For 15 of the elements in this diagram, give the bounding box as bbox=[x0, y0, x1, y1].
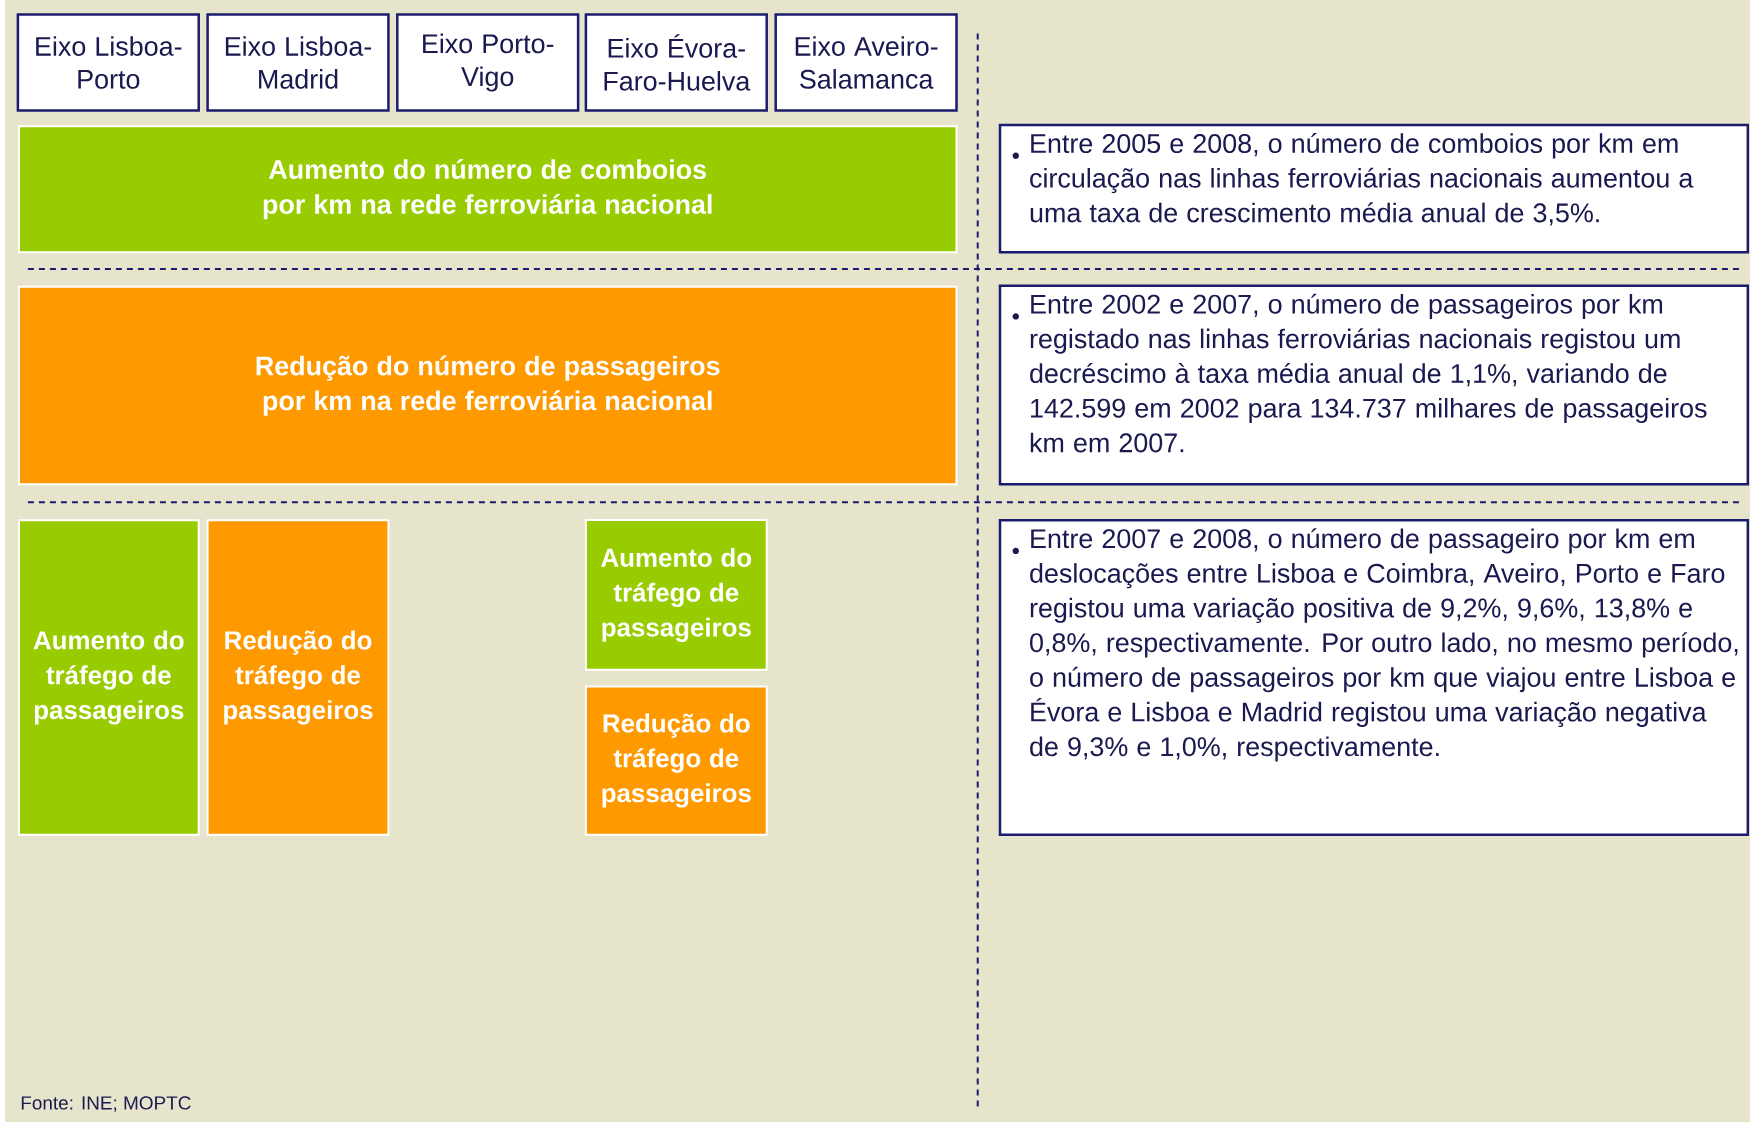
source-note: Fonte: INE; MOPTC bbox=[21, 1096, 191, 1112]
increase-box: Aumento do tráfego de passageiros bbox=[584, 519, 768, 671]
note-box: Entre 2002 e 2007, o número de passageiros por km registado nas linhas ferroviárias nacionais registou um decréscimo à taxa média anual de 1,1%, variando de 142.599 em 2002 para 134.737 milhares de passageiros km em 2007. bbox=[998, 284, 1750, 486]
increase-box: Aumento do tráfego de passageiros bbox=[17, 519, 200, 836]
note-box: Entre 2005 e 2008, o número de comboios por km em circulação nas linhas ferroviárias nacionais aumentou a uma taxa de crescimento média anual de 3,5%. bbox=[998, 123, 1750, 254]
increase-bar: Aumento do número de comboios por km na rede ferroviária nacional bbox=[17, 125, 958, 254]
decrease-bar: Redução do número de passageiros por km na rede ferroviária nacional bbox=[17, 285, 958, 486]
decrease-box: Redução do tráfego de passageiros bbox=[206, 519, 390, 836]
note-box: Entre 2007 e 2008, o número de passageiro por km em deslocações entre Lisboa e Coimbra, Aveiro, Porto e Faro registou uma variação positiva de 9,2%, 9,6%, 13,8% e 0,8%, respectivamente. Por outro lado, no mesmo período, o número de passageiros por km que viajou entre Lisboa e Évora e Lisboa e Madrid registou uma variação negativa de 9,3% e 1,0%, respectivamente. bbox=[998, 518, 1750, 837]
axis-box: Eixo Évora-Faro-Huelva bbox=[584, 13, 768, 112]
axis-box: Eixo Aveiro-Salamanca bbox=[774, 13, 958, 112]
decrease-box: Redução do tráfego de passageiros bbox=[584, 685, 768, 836]
axis-box: Eixo Porto-Vigo bbox=[396, 13, 580, 112]
axis-box: Eixo Lisboa-Madrid bbox=[206, 13, 390, 112]
axis-box: Eixo Lisboa-Porto bbox=[16, 13, 200, 112]
